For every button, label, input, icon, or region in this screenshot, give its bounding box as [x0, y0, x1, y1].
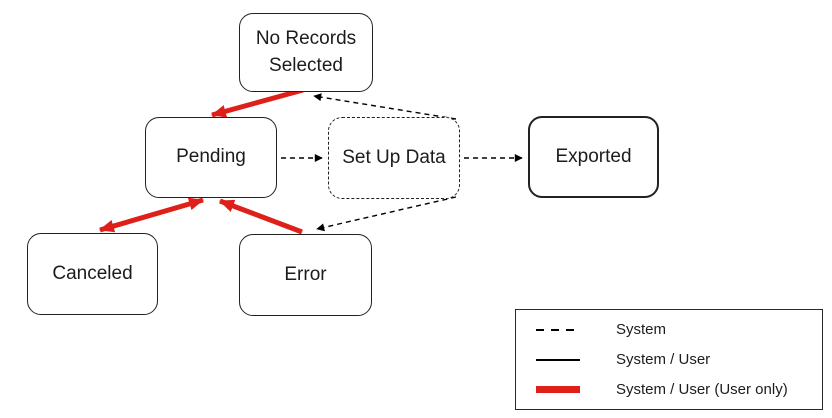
legend: System System / User System / User (User… [515, 309, 823, 410]
state-error: Error [239, 234, 372, 316]
legend-label: System [616, 321, 667, 338]
state-label: Canceled [52, 262, 133, 284]
state-canceled: Canceled [27, 233, 158, 315]
legend-row-user-only: System / User (User only) [536, 381, 822, 398]
state-label: Exported [555, 145, 632, 167]
state-exported: Exported [528, 116, 659, 198]
state-label: No Records Selected [255, 28, 357, 76]
thick-red-line-sample [536, 386, 580, 393]
edge-error-to-pending [218, 198, 303, 235]
state-set-up-data: Set Up Data [328, 117, 460, 199]
edge-set-up-data-to-error [316, 196, 457, 232]
legend-label: System / User (User only) [616, 381, 788, 398]
edge-no-records-selected-to-pending [210, 87, 304, 118]
state-pending: Pending [145, 117, 277, 198]
legend-row-system-user: System / User [536, 351, 822, 368]
dashed-line-sample [536, 328, 580, 331]
state-no-records-selected: No Records Selected [239, 13, 373, 92]
state-label: Error [284, 263, 327, 285]
solid-line-sample [536, 358, 580, 361]
edge-set-up-data-to-no-records-selected [313, 93, 457, 120]
state-label: Set Up Data [342, 146, 446, 168]
legend-row-system: System [536, 321, 822, 338]
edge-pending-canceled-bidirectional [98, 197, 205, 233]
legend-label: System / User [616, 351, 711, 368]
state-label: Pending [176, 146, 246, 168]
